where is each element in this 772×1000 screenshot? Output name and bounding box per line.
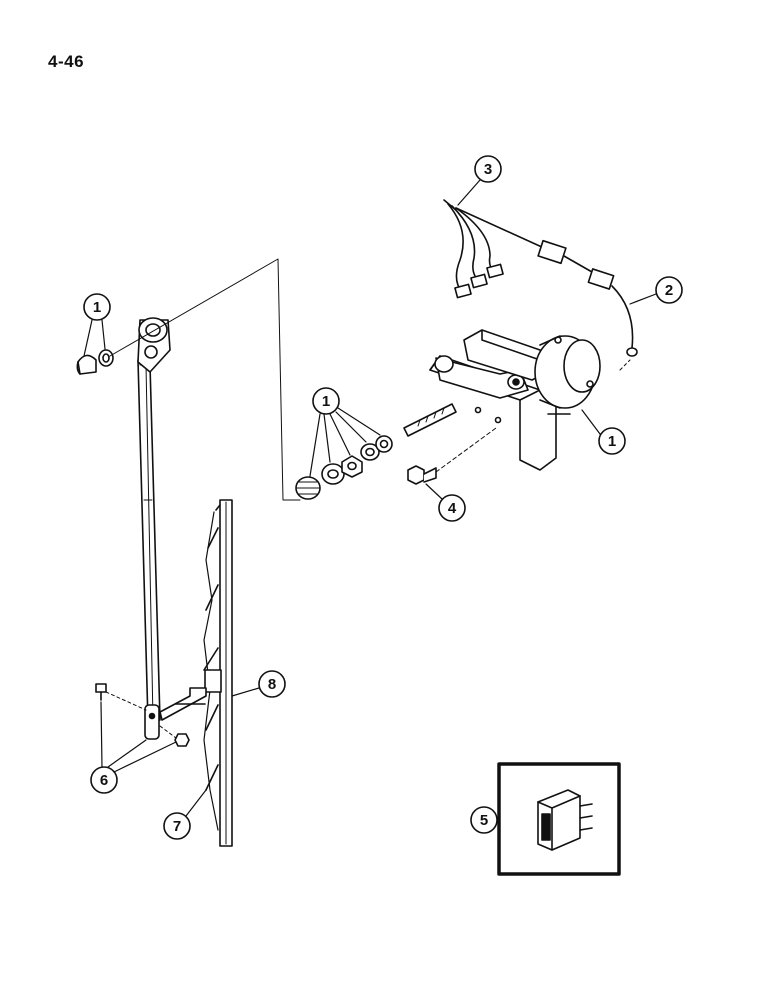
page-number: 4-46 <box>48 52 85 71</box>
nut-leader <box>159 725 177 739</box>
assembly-leader-line <box>109 258 301 501</box>
bolt-alignment-line <box>435 427 497 473</box>
svg-text:1: 1 <box>93 299 101 316</box>
arm-nut <box>174 733 190 747</box>
callout-2: 2 <box>629 276 683 305</box>
callout-3: 3 <box>457 155 502 206</box>
wiper-arm <box>137 359 161 740</box>
bolt-leader <box>105 691 147 711</box>
arm-bolt <box>95 683 107 701</box>
callout-4: 4 <box>425 483 466 522</box>
callout-8: 8 <box>231 670 286 698</box>
flat-washer <box>360 443 380 461</box>
cap-nut <box>76 354 97 375</box>
spacer-bushing <box>321 463 345 485</box>
svg-text:4: 4 <box>448 500 457 517</box>
seal-washer <box>375 435 393 453</box>
lock-washer <box>98 349 114 367</box>
svg-text:2: 2 <box>665 282 673 299</box>
callout-1-hardware: 1 <box>309 387 381 477</box>
arm-pivot-head <box>137 317 171 373</box>
mounting-bolt <box>407 465 437 485</box>
callout-5: 5 <box>470 806 498 834</box>
svg-text:1: 1 <box>608 433 616 450</box>
motor-body <box>534 335 601 415</box>
callout-7: 7 <box>163 789 207 840</box>
svg-text:7: 7 <box>173 818 181 835</box>
wiring-harness <box>443 199 593 299</box>
svg-text:6: 6 <box>100 772 108 789</box>
crank-linkage <box>434 355 529 399</box>
ground-wire <box>587 268 638 371</box>
svg-text:3: 3 <box>484 161 492 178</box>
svg-text:8: 8 <box>268 676 276 693</box>
svg-text:5: 5 <box>480 812 488 829</box>
callout-1-motor: 1 <box>581 409 626 455</box>
hex-nut <box>341 455 363 478</box>
callout-1-nut-washer: 1 <box>83 293 111 357</box>
spline-adapter <box>295 476 321 500</box>
svg-text:1: 1 <box>322 393 330 410</box>
wiper-blade <box>203 499 233 847</box>
callout-6: 6 <box>90 701 177 794</box>
rocker-switch <box>537 789 593 851</box>
motor-shaft <box>403 403 457 437</box>
blade-connector <box>159 687 207 721</box>
